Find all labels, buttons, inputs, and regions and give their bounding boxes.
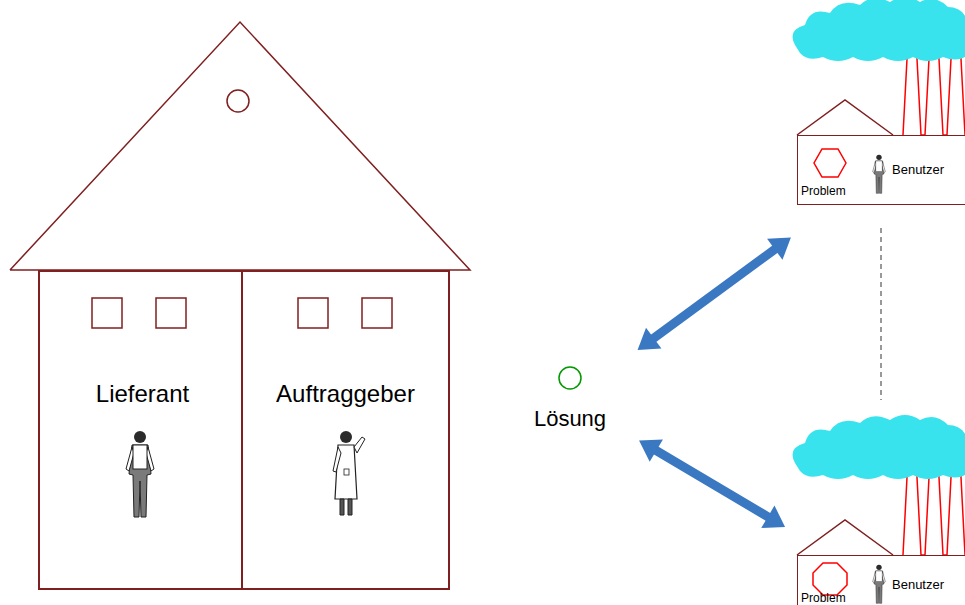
- client-figure: [333, 431, 365, 515]
- user-figure: [873, 565, 886, 604]
- supplier-section: Lieferant: [38, 270, 243, 590]
- double-arrow: [639, 439, 785, 527]
- user-figure: [873, 155, 886, 194]
- solution-circle: [525, 362, 615, 402]
- node-label: Benutzer: [892, 578, 944, 593]
- arrow-shaft: [652, 248, 776, 339]
- house-roof: [10, 22, 470, 270]
- node-label: Benutzer: [892, 163, 944, 178]
- roof-window: [227, 90, 249, 112]
- window: [362, 298, 392, 328]
- arrow-head: [639, 439, 663, 461]
- arrow-head: [767, 238, 791, 260]
- user-site: BenutzerProblem: [797, 555, 965, 605]
- problem-hexagon: [814, 149, 846, 177]
- house-roof: [797, 100, 893, 135]
- arrow-head: [638, 328, 662, 350]
- smoke-cloud: [793, 415, 965, 479]
- supplier-figure: [126, 431, 154, 517]
- node-label: Lieferant: [40, 380, 245, 408]
- window: [298, 298, 328, 328]
- window: [92, 298, 122, 328]
- house-roof: [797, 520, 893, 555]
- dashed-separator: [881, 228, 882, 400]
- problem-octagon: [813, 563, 847, 595]
- client-section: Auftraggeber: [243, 270, 450, 590]
- solution-node: Lösung: [525, 362, 615, 437]
- arrow-head: [761, 506, 785, 528]
- window: [156, 298, 186, 328]
- solution-circle: [559, 367, 581, 389]
- node-label: Auftraggeber: [243, 380, 448, 408]
- arrow-shaft: [655, 450, 770, 518]
- user-site: BenutzerProblem: [797, 135, 965, 205]
- node-label: Lösung: [525, 406, 615, 431]
- smoke-cloud: [793, 0, 965, 61]
- node-label: Problem: [801, 592, 846, 605]
- node-label: Problem: [801, 185, 846, 199]
- double-arrow: [638, 238, 791, 350]
